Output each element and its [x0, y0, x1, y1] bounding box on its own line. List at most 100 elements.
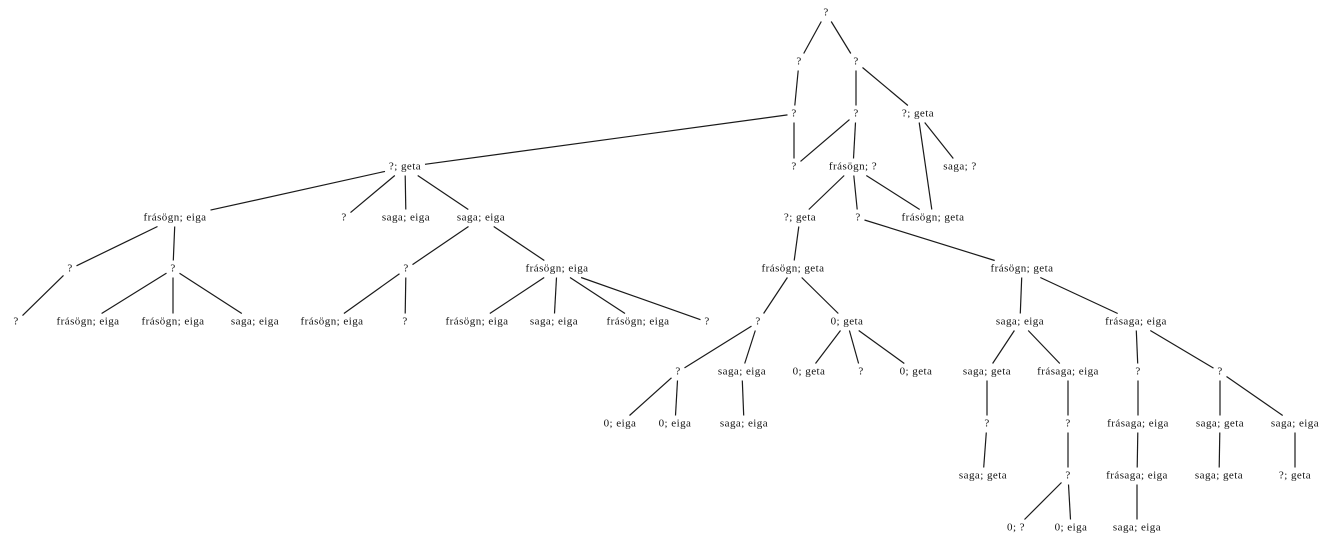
tree-edge-m1-p2: [674, 380, 679, 416]
tree-edge-p4-q1: [983, 432, 987, 468]
tree-node-m6: saga; geta: [962, 365, 1012, 378]
tree-edge-p7-q4: [1218, 432, 1221, 468]
tree-edge-n0-n1: [803, 21, 822, 54]
tree-edge-lh-lq: [569, 276, 626, 315]
tree-node-q4: saga; geta: [1194, 469, 1244, 482]
tree-node-li: ?: [13, 315, 19, 328]
tree-edge-n15-m4: [848, 330, 860, 364]
tree-node-n13: frásögn; geta: [990, 262, 1054, 275]
tree-node-lr: ?: [704, 315, 710, 328]
tree-edge-n0-n2: [830, 21, 852, 54]
tree-node-q3: frásaga; eiga: [1106, 469, 1168, 482]
tree-edge-n5-n8: [924, 122, 954, 159]
tree-node-n2: ?: [853, 55, 859, 68]
tree-edge-la-lf: [172, 226, 176, 261]
tree-node-q1: saga; geta: [958, 469, 1008, 482]
tree-edge-n13-n16: [1019, 277, 1023, 314]
tree-edge-n16-m6: [992, 330, 1015, 364]
tree-edge-lroot-ld: [417, 175, 469, 210]
tree-edge-n12-n15: [801, 277, 839, 314]
tree-edge-m2-p3: [741, 380, 745, 416]
tree-edge-n4-n7: [852, 122, 857, 159]
tree-edge-n13-n17: [1040, 276, 1118, 315]
tree-node-le: ?: [67, 262, 73, 275]
tree-edge-n7-n11: [865, 174, 921, 211]
tree-node-m3: 0; geta: [792, 365, 826, 378]
tree-node-r2: 0; eiga: [1054, 521, 1088, 534]
tree-edge-lf-lj: [101, 272, 167, 315]
tree-edge-n2-n5: [862, 67, 909, 106]
tree-node-lf: ?: [170, 262, 176, 275]
tree-node-n15: 0; geta: [830, 315, 864, 328]
tree-node-la: frásögn; eiga: [143, 211, 207, 224]
tree-node-ld: saga; eiga: [456, 211, 506, 224]
tree-node-q2: ?: [1065, 469, 1071, 482]
tree-node-p4: ?: [984, 417, 990, 430]
tree-node-n17: frásaga; eiga: [1105, 315, 1167, 328]
tree-node-p8: saga; eiga: [1270, 417, 1320, 430]
tree-edge-n10-n13: [864, 219, 995, 262]
tree-node-lc: saga; eiga: [381, 211, 431, 224]
tree-edge-lh-lp: [553, 277, 558, 314]
tree-edge-n4-n6: [800, 119, 850, 162]
tree-node-m1: ?: [675, 365, 681, 378]
tree-node-n3: ?: [791, 107, 797, 120]
tree-node-p5: ?: [1065, 417, 1071, 430]
tree-node-lk: frásögn; eiga: [141, 315, 205, 328]
tree-edge-n7-n9: [808, 175, 845, 210]
tree-edge-n9-n12: [793, 226, 800, 261]
tree-node-n11: frásögn; geta: [901, 211, 965, 224]
tree-node-p6: frásaga; eiga: [1107, 417, 1169, 430]
tree-edge-lroot-lc: [404, 175, 407, 210]
tree-edge-n14-m1: [684, 325, 752, 369]
tree-node-lm: frásögn; eiga: [300, 315, 364, 328]
tree-edge-lroot-lb: [350, 175, 396, 214]
tree-edge-la-le: [76, 225, 158, 267]
tree-node-q5: ?; geta: [1278, 469, 1312, 482]
tree-node-n0: ?: [823, 6, 829, 19]
tree-edge-q2-r1: [1024, 482, 1062, 520]
tree-node-lo: frásögn; eiga: [445, 315, 509, 328]
tree-node-n1: ?: [796, 55, 802, 68]
tree-node-lh: frásögn; eiga: [525, 262, 589, 275]
tree-node-p3: saga; eiga: [719, 417, 769, 430]
tree-edge-n17-m9: [1149, 329, 1214, 369]
tree-node-lj: frásögn; eiga: [56, 315, 120, 328]
tree-node-n5: ?; geta: [901, 107, 935, 120]
tree-edge-le-li: [22, 274, 64, 317]
tree-node-m9: ?: [1217, 365, 1223, 378]
tree-edge-lh-lr: [580, 276, 701, 321]
tree-edge-m9-p8: [1226, 376, 1284, 416]
tree-node-lroot: ?; geta: [388, 160, 422, 173]
tree-edge-n5-n11: [918, 122, 933, 210]
tree-edge-n12-n14: [763, 277, 788, 314]
tree-node-n9: ?; geta: [783, 211, 817, 224]
tree-node-ln: ?: [402, 315, 408, 328]
tree-node-n14: ?: [755, 315, 761, 328]
tree-edge-lf-ll: [179, 272, 243, 315]
tree-node-n7: frásögn; ?: [828, 160, 878, 173]
tree-edge-n17-m8: [1135, 330, 1139, 364]
tree-edge-ld-lg: [412, 226, 469, 266]
tree-edge-n14-m2: [744, 330, 756, 364]
tree-edge-lroot-la: [210, 170, 386, 211]
tree-edge-n1-n3: [794, 70, 799, 106]
tree-node-n6: ?: [791, 160, 797, 173]
tree-node-n4: ?: [853, 107, 859, 120]
tree-edge-q2-r2: [1067, 484, 1072, 520]
tree-node-m8: ?: [1135, 365, 1141, 378]
tree-node-lq: frásögn; eiga: [606, 315, 670, 328]
tree-node-m7: frásaga; eiga: [1037, 365, 1099, 378]
tree-node-lp: saga; eiga: [529, 315, 579, 328]
tree-node-n10: ?: [855, 211, 861, 224]
tree-edge-n16-m7: [1027, 330, 1061, 364]
tree-node-lb: ?: [341, 211, 347, 224]
tree-edge-n15-m5: [858, 330, 905, 364]
tree-node-m4: ?: [858, 365, 864, 378]
tree-edge-lg-lm: [343, 273, 400, 314]
tree-edge-lh-lo: [489, 276, 545, 315]
tree-node-n12: frásögn; geta: [761, 262, 825, 275]
